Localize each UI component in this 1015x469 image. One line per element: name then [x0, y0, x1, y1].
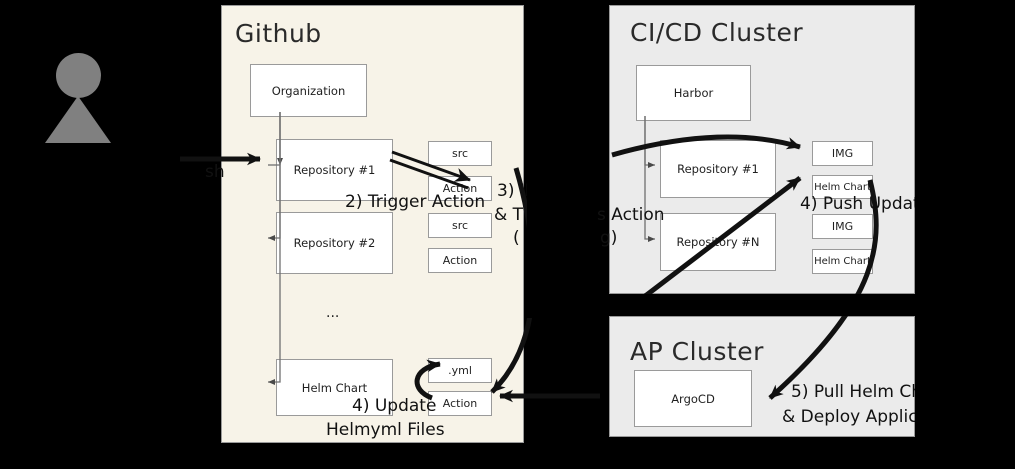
- node-organization-label: Organization: [271, 83, 346, 98]
- node-repository-1[interactable]: Repository #1: [276, 139, 393, 201]
- node-img-2-label: IMG: [831, 220, 854, 233]
- node-harbor-label: Harbor: [673, 86, 714, 100]
- node-cicd-repository-1[interactable]: Repository #1: [660, 140, 776, 198]
- node-img-1-label: IMG: [831, 147, 854, 160]
- node-organization[interactable]: Organization: [250, 64, 367, 117]
- label-step3-line3b: g): [600, 228, 618, 248]
- cicd-cluster-panel: CI/CD Cluster Harbor Repository #1 Repos…: [609, 5, 915, 294]
- ap-panel-title: AP Cluster: [630, 337, 764, 366]
- node-helm-chart-label: Helm Chart: [301, 380, 368, 395]
- node-yml-label: .yml: [448, 364, 472, 377]
- update-yml-arrow: [414, 359, 441, 401]
- node-helm-chart-2[interactable]: Helm Chart: [812, 249, 873, 274]
- ap-cluster-panel: AP Cluster ArgoCD: [609, 316, 915, 437]
- build-push-img-arrow: [611, 134, 801, 158]
- label-trigger-action: 2) Trigger Action: [345, 192, 486, 212]
- node-helm-chart-1[interactable]: Helm Chart: [812, 175, 873, 199]
- occluder-center: [527, 170, 597, 258]
- node-action-1[interactable]: Action: [428, 176, 492, 201]
- occluder-bottom: [0, 443, 1015, 469]
- node-src-2-label: src: [451, 219, 469, 232]
- user-actor: [45, 53, 111, 143]
- node-action-2-label: Action: [442, 254, 478, 267]
- node-repository-2-label: Repository #2: [293, 236, 376, 250]
- occluder-gap-panels-lower: [524, 258, 609, 318]
- cicd-panel-title: CI/CD Cluster: [630, 18, 804, 47]
- occluder-right-edge: [915, 0, 1015, 469]
- actor-body-icon: [45, 96, 111, 143]
- push-helm-chart-arrow: [638, 176, 802, 302]
- node-src-1-label: src: [451, 147, 469, 160]
- label-step3-line2: & T: [494, 205, 524, 225]
- occluder-between-clusters: [525, 294, 1015, 316]
- harbor-tree-connectors: [644, 116, 655, 242]
- node-helm-chart[interactable]: Helm Chart: [276, 359, 393, 416]
- label-update: 4) Update: [352, 396, 437, 416]
- node-action-3[interactable]: Action: [428, 391, 492, 416]
- node-action-2[interactable]: Action: [428, 248, 492, 273]
- label-pull-helm-line1: 5) Pull Helm Chart: [791, 382, 947, 402]
- node-helm-chart-1-label: Helm Chart: [814, 181, 871, 193]
- occluder-gap-panels: [524, 0, 609, 170]
- node-harbor[interactable]: Harbor: [636, 65, 751, 121]
- node-repository-2[interactable]: Repository #2: [276, 212, 393, 274]
- node-src-2[interactable]: src: [428, 213, 492, 238]
- github-panel-title: Github: [235, 19, 322, 48]
- node-ellipsis: ...: [326, 305, 340, 321]
- node-helm-chart-2-label: Helm Chart: [814, 256, 871, 267]
- node-action-1-label: Action: [442, 182, 478, 195]
- node-repository-1-label: Repository #1: [293, 163, 376, 177]
- pull-helm-chart-arrow: [768, 179, 879, 400]
- label-step3-line2b: s Action: [597, 205, 665, 225]
- trigger-action-arrow: [389, 150, 471, 190]
- node-src-1[interactable]: src: [428, 141, 492, 166]
- label-update-line2: Helmyml Files: [326, 420, 445, 440]
- actor-head-icon: [56, 53, 101, 98]
- github-panel: Github Organization Repository #1 Reposi…: [221, 5, 524, 443]
- org-tree-connectors: [268, 112, 283, 385]
- node-argocd[interactable]: ArgoCD: [634, 370, 752, 427]
- node-img-1[interactable]: IMG: [812, 141, 873, 166]
- label-push: sh: [205, 162, 225, 182]
- node-argocd-label: ArgoCD: [671, 391, 715, 406]
- node-cicd-repository-1-label: Repository #1: [677, 162, 759, 176]
- label-push-updated: 4) Push Updated: [800, 194, 941, 214]
- node-img-2[interactable]: IMG: [812, 214, 873, 239]
- node-action-3-label: Action: [442, 397, 478, 410]
- label-step3-line3: (: [513, 228, 520, 248]
